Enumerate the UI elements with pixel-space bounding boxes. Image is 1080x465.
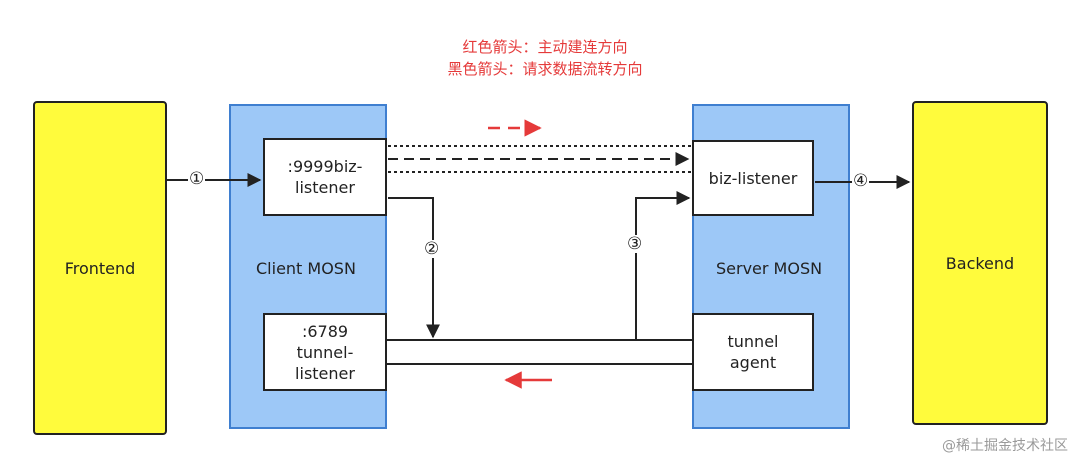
step-1-marker: ① [188, 169, 206, 189]
step-3-marker: ③ [626, 234, 644, 254]
tunnel-agent: tunnel agent [692, 313, 814, 391]
frontend-node: Frontend [33, 101, 167, 435]
watermark: @稀土掘金技术社区 [942, 438, 1068, 454]
legend: 红色箭头：主动建连方向 黑色箭头：请求数据流转方向 [380, 36, 710, 80]
step-2-marker: ② [423, 239, 441, 259]
backend-node: Backend [912, 101, 1048, 425]
client-mosn-label: Client MOSN [256, 259, 356, 278]
tunnel-pipe [386, 339, 694, 365]
tunnel-listener: :6789 tunnel- listener [263, 313, 387, 391]
arrow-step-3 [635, 191, 691, 339]
arrow-step-2 [388, 197, 440, 339]
client-biz-listener: :9999biz- listener [263, 138, 387, 216]
legend-red-line: 红色箭头：主动建连方向 [462, 38, 628, 56]
legend-black-line: 黑色箭头：请求数据流转方向 [447, 60, 643, 78]
server-mosn-label: Server MOSN [716, 259, 823, 278]
server-biz-listener: biz-listener [692, 140, 814, 216]
step-4-marker: ④ [852, 171, 870, 191]
